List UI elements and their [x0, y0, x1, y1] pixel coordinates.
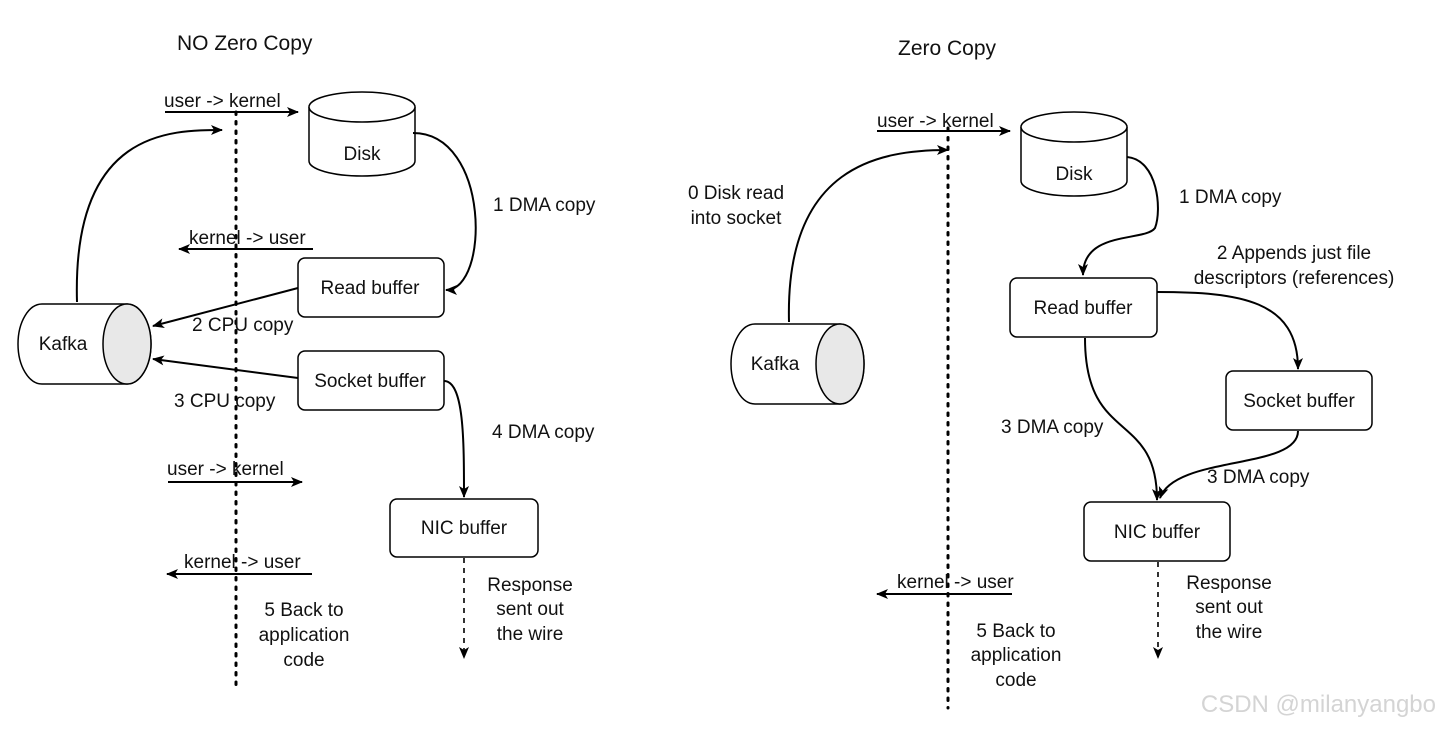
right-back-to-app-line-3: code	[995, 670, 1036, 691]
right-appends-line-1: 2 Appends just file	[1217, 243, 1371, 264]
right-back-to-app-line-1: 5 Back to	[976, 621, 1055, 642]
right-read-to-nic-arrow	[1084, 337, 1162, 501]
left-cpu-copy-2-label: 2 CPU copy	[192, 315, 294, 336]
left-kafka-label: Kafka	[39, 334, 88, 355]
right-response-line-1: Response	[1186, 573, 1272, 594]
left-response-line-2: sent out	[496, 599, 564, 620]
left-response-line-1: Response	[487, 575, 573, 596]
left-read-buffer-label: Read buffer	[321, 278, 421, 299]
left-response-line-3: the wire	[497, 624, 564, 645]
right-disk-read-line-1: 0 Disk read	[688, 183, 784, 204]
right-dma-copy-1-label: 1 DMA copy	[1179, 187, 1282, 208]
right-nic-buffer-node: NIC buffer	[1083, 501, 1231, 562]
left-user-kernel-top-label: user -> kernel	[164, 91, 281, 112]
left-nic-buffer-label: NIC buffer	[421, 518, 508, 539]
left-kernel-user-bottom-label: kernel -> user	[184, 552, 301, 573]
right-kernel-user-label: kernel -> user	[897, 572, 1014, 593]
left-back-to-app-line-1: 5 Back to	[264, 600, 343, 621]
left-dma-copy-4-label: 4 DMA copy	[492, 422, 595, 443]
right-read-buffer-label: Read buffer	[1034, 298, 1134, 319]
left-kernel-user-top-label: kernel -> user	[189, 228, 306, 249]
right-response-line-2: sent out	[1195, 597, 1263, 618]
left-kafka-node: Kafka	[17, 303, 152, 385]
left-back-to-app-line-3: code	[283, 650, 324, 671]
left-disk-label: Disk	[344, 144, 381, 165]
right-disk-node: Disk	[1020, 111, 1128, 197]
left-socket-to-nic-arrow	[443, 380, 469, 498]
right-title: Zero Copy	[898, 37, 997, 60]
right-read-to-socket-arrow	[1156, 291, 1303, 370]
right-kafka-label: Kafka	[751, 354, 800, 375]
left-disk-node: Disk	[308, 91, 416, 177]
left-user-kernel-bottom-label: user -> kernel	[167, 459, 284, 480]
left-kafka-to-kernel-arrow	[75, 125, 223, 303]
right-dma-copy-3a-label: 3 DMA copy	[1001, 417, 1104, 438]
right-appends-line-2: descriptors (references)	[1194, 268, 1395, 289]
left-dma-copy-1-label: 1 DMA copy	[493, 195, 596, 216]
left-read-to-kafka-arrow	[152, 287, 299, 329]
right-kafka-to-kernel-arrow	[787, 145, 949, 323]
left-back-to-app-line-2: application	[259, 625, 350, 646]
right-kafka-node: Kafka	[730, 323, 865, 405]
right-dma-copy-3b-label: 3 DMA copy	[1207, 467, 1310, 488]
right-response-line-3: the wire	[1196, 622, 1263, 643]
right-read-buffer-node: Read buffer	[1009, 277, 1158, 338]
right-back-to-app-line-2: application	[971, 645, 1062, 666]
right-socket-to-nic-arrow	[1158, 430, 1299, 499]
right-nic-buffer-label: NIC buffer	[1114, 522, 1201, 543]
left-socket-buffer-label: Socket buffer	[314, 371, 426, 392]
right-socket-buffer-node: Socket buffer	[1225, 370, 1373, 431]
right-user-kernel-label: user -> kernel	[877, 111, 994, 132]
left-socket-to-kafka-arrow	[152, 355, 299, 379]
left-cpu-copy-3-label: 3 CPU copy	[174, 391, 276, 412]
left-read-buffer-node: Read buffer	[297, 257, 445, 318]
left-nic-buffer-node: NIC buffer	[389, 498, 539, 558]
left-panel: NO Zero Copy Disk Read buffer Socket buf…	[17, 32, 596, 690]
right-disk-read-line-2: into socket	[691, 208, 783, 229]
right-panel: Zero Copy Disk Read buffer Socket buffer…	[688, 37, 1395, 710]
right-socket-buffer-label: Socket buffer	[1243, 391, 1355, 412]
left-disk-to-read-arrow	[412, 132, 477, 295]
left-socket-buffer-node: Socket buffer	[297, 350, 445, 411]
watermark: CSDN @milanyangbo	[1201, 691, 1436, 718]
right-disk-label: Disk	[1056, 164, 1093, 185]
left-title: NO Zero Copy	[177, 32, 313, 55]
right-disk-to-read-arrow	[1078, 156, 1159, 276]
